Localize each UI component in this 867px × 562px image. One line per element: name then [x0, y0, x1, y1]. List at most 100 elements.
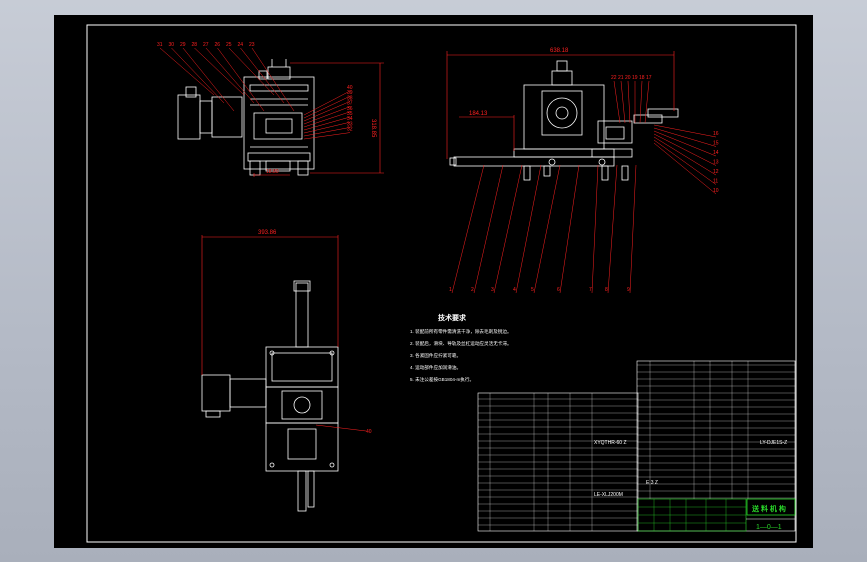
front-bottom-balloon-9: 9 — [627, 287, 630, 293]
top-lower-block — [287, 428, 317, 460]
side-balloon-26: 26 — [215, 42, 221, 48]
front-bottom-balloon-9-leader — [629, 164, 637, 294]
notes-list: 1. 装配前所有零件需清洗干净，除去毛刺及锐边。2. 装配后，滑块、导轨及丝杠运… — [410, 328, 512, 383]
front-right-balloon-14-leader — [653, 130, 717, 157]
side-right-balloon-39: 39 — [347, 90, 353, 96]
front-top-balloon-19: 19 — [632, 75, 638, 81]
top-motor — [201, 374, 231, 412]
side-balloon-23: 23 — [249, 42, 255, 48]
dim-side-height: 318.85 — [370, 119, 376, 138]
dim-side-bottom: 18.80 — [266, 169, 279, 175]
notes-line: 3. 各紧固件应拧紧可靠。 — [410, 352, 461, 359]
motor-top-block — [551, 70, 573, 86]
motor-flange — [199, 100, 213, 134]
front-right-balloon-10: 10 — [713, 188, 719, 194]
top-upper-inner — [271, 352, 333, 382]
front-right-balloon-11: 11 — [713, 179, 718, 185]
side-balloon-27: 27 — [203, 42, 209, 48]
bom-qty: E 3 Z — [646, 480, 658, 486]
side-balloon-27-leader — [205, 47, 255, 104]
side-balloon-28: 28 — [192, 42, 198, 48]
front-top-balloon-18-leader — [639, 80, 643, 124]
side-top-plate — [249, 84, 309, 92]
side-balloon-30: 30 — [169, 42, 175, 48]
side-right-balloon-35: 35 — [347, 111, 353, 117]
dim-front-sub-label: 184.13 — [469, 111, 488, 117]
front-beam-top — [513, 148, 615, 158]
front-bottom-balloon-3: 3 — [491, 287, 494, 293]
top-mid-plate — [265, 386, 339, 424]
side-balloon-group: 31 30 29 28 27 26 25 24 23 — [157, 42, 295, 112]
side-frame — [243, 76, 315, 170]
top-screw-4 — [329, 462, 335, 468]
front-bottom-balloon-1-leader — [451, 164, 485, 294]
front-top-balloon-20-leader — [627, 80, 631, 124]
front-bottom-balloon-6: 6 — [557, 287, 560, 293]
front-gripper — [647, 108, 679, 118]
side-clamp — [258, 70, 268, 80]
front-top-balloon-21-leader — [620, 80, 626, 124]
bom-tables — [477, 360, 796, 532]
front-right-balloon-15: 15 — [713, 141, 719, 147]
top-tail-rod-a — [297, 470, 307, 512]
front-carriage-inner — [605, 126, 625, 140]
motor-top-cap — [556, 60, 568, 72]
side-right-balloon-34-leader — [303, 121, 351, 134]
front-top-balloon-21: 21 — [618, 75, 624, 81]
top-center-hole — [293, 396, 311, 414]
front-top-balloon-18: 18 — [639, 75, 645, 81]
side-right-balloon-40-leader — [303, 90, 351, 116]
title-block-name-box — [746, 498, 796, 516]
top-screw-3 — [269, 462, 275, 468]
top-lower-plate — [265, 422, 339, 472]
notes-line: 4. 运动部件应加润滑油。 — [410, 364, 461, 371]
side-right-balloon-33-leader — [303, 127, 351, 137]
top-mid-block — [281, 390, 323, 420]
front-bottom-balloon-2: 2 — [471, 287, 474, 293]
front-top-balloon-22-leader — [613, 80, 621, 124]
side-balloon-23-leader — [251, 47, 295, 112]
front-view — [449, 60, 679, 181]
top-balloon: 40 — [366, 429, 372, 435]
front-bottom-balloon-8-leader — [607, 164, 618, 294]
side-right-balloon-36-leader — [303, 111, 351, 128]
front-bottom-balloon-7: 7 — [589, 287, 592, 293]
dim-front-width-label: 638.18 — [550, 48, 569, 54]
side-top-block — [267, 66, 291, 80]
front-base-plate — [591, 148, 633, 158]
side-balloon-24: 24 — [238, 42, 244, 48]
top-motor-coupling — [229, 378, 267, 408]
side-leg-right — [297, 160, 309, 176]
front-right-balloon-16: 16 — [713, 131, 719, 137]
fan-hub — [555, 106, 569, 120]
side-balloon-31: 31 — [157, 42, 163, 48]
front-leg-1 — [523, 165, 531, 181]
drawing-frame — [86, 24, 797, 543]
front-top-balloon-17-leader — [644, 80, 650, 124]
front-bolt-1 — [548, 158, 556, 166]
front-bottom-balloon-8: 8 — [605, 287, 608, 293]
front-top-balloon-20: 20 — [625, 75, 631, 81]
side-balloon-26-leader — [217, 47, 265, 112]
front-right-balloon-15-leader — [653, 127, 717, 147]
front-right-balloon-14: 14 — [713, 150, 719, 156]
front-leg-4 — [621, 165, 629, 181]
front-beam — [453, 156, 615, 167]
side-right-balloon-38: 38 — [347, 95, 353, 101]
side-right-balloon-39-leader — [303, 95, 351, 119]
front-right-balloon-10-leader — [653, 142, 717, 195]
side-balloon-25: 25 — [226, 42, 232, 48]
top-screw-2 — [329, 350, 335, 356]
coupling-housing — [211, 96, 243, 138]
side-right-balloon-37: 37 — [347, 101, 353, 107]
front-dimensions — [446, 51, 675, 159]
front-bottom-balloon-7-leader — [591, 164, 599, 294]
dim-top-width-label: 393.86 — [258, 230, 277, 236]
motor-body — [177, 94, 201, 140]
side-balloon-29: 29 — [180, 42, 186, 48]
